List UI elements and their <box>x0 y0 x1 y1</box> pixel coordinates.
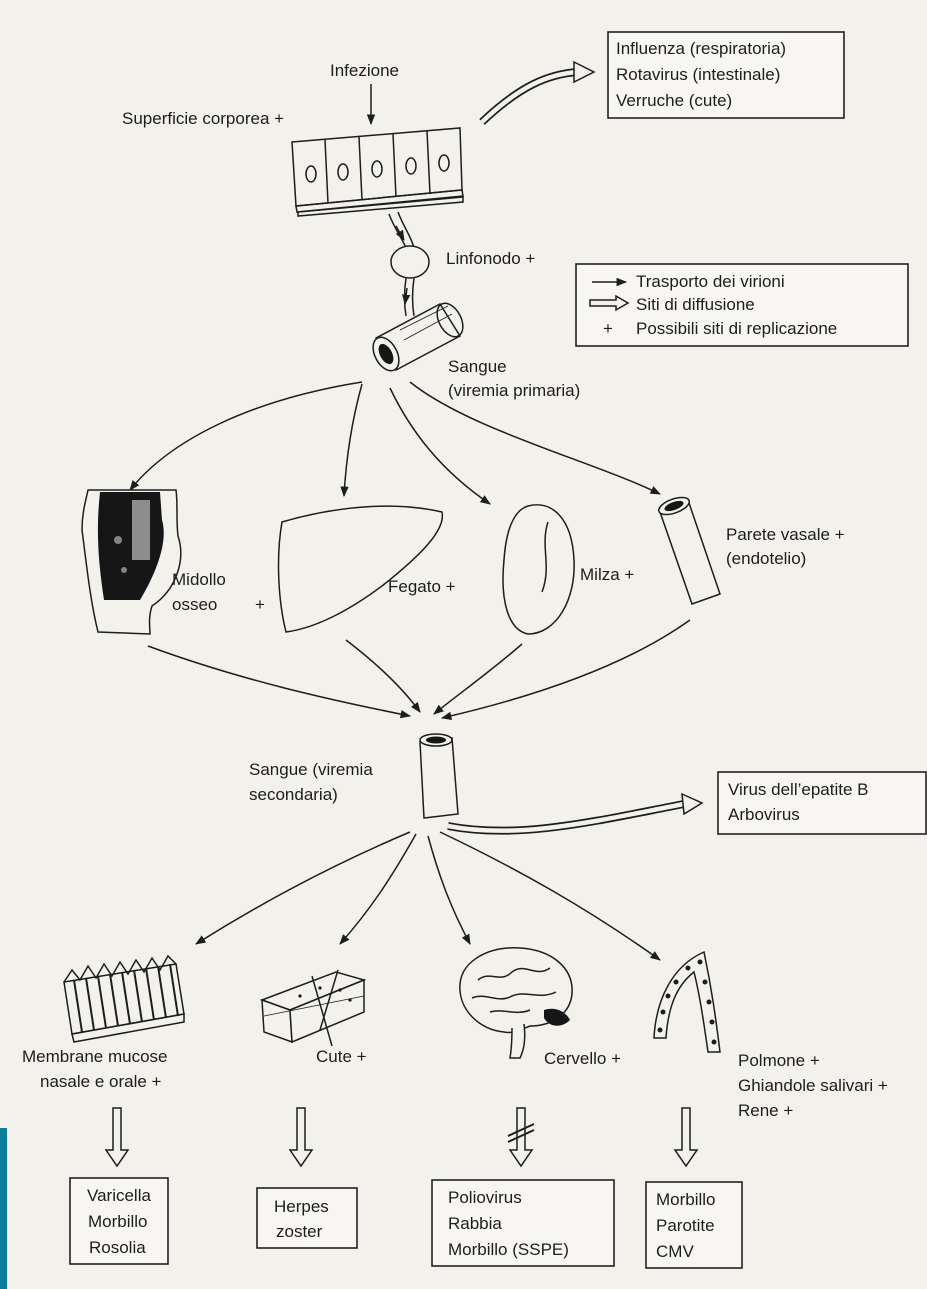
secondary-label-2: secondaria) <box>249 785 338 804</box>
liver-icon <box>279 506 443 632</box>
brain-icon <box>460 948 572 1058</box>
legend-box: Trasporto dei virioni Siti di diffusione… <box>576 264 908 346</box>
bone-marrow-label-2: osseo <box>172 595 217 614</box>
local-viruses-box: Influenza (respiratoria) Rotavirus (inte… <box>608 32 844 118</box>
spleen-label: Milza + <box>580 565 634 584</box>
liver-label: Fegato + <box>388 577 456 596</box>
disease-zoster: zoster <box>276 1222 323 1241</box>
other-organs-label-2: Ghiandole salivari + <box>738 1076 888 1095</box>
legend-replication: Possibili siti di replicazione <box>636 319 837 338</box>
bone-marrow-plus: + <box>255 595 265 614</box>
airway-epithelium-icon <box>654 952 720 1052</box>
disease-box-brain: Poliovirus Rabbia Morbillo (SSPE) <box>432 1180 614 1266</box>
hollow-arrow-other <box>675 1108 697 1166</box>
brain-label: Cervello + <box>544 1049 621 1068</box>
disease-rabies: Rabbia <box>448 1214 502 1233</box>
mucosa-icon <box>64 956 184 1042</box>
disease-measles-2: Morbillo <box>656 1190 716 1209</box>
arrow-from-liver <box>346 640 420 712</box>
disease-sspe: Morbillo (SSPE) <box>448 1240 569 1259</box>
bone-marrow-label-1: Midollo <box>172 570 226 589</box>
disease-varicella: Varicella <box>87 1186 151 1205</box>
blood-viruses-box: Virus dell’epatite B Arbovirus <box>718 772 926 834</box>
skin-label: Cute + <box>316 1047 367 1066</box>
hollow-arrow-skin <box>290 1108 312 1166</box>
mucosa-label-1: Membrane mucose <box>22 1047 168 1066</box>
disease-box-other: Morbillo Parotite CMV <box>646 1182 742 1268</box>
spleen-icon <box>503 505 574 634</box>
arrow-to-liver <box>344 384 362 496</box>
disease-herpes: Herpes <box>274 1197 329 1216</box>
arrow-from-marrow <box>148 646 410 716</box>
hollow-arrow-brain <box>508 1108 534 1166</box>
mucosa-label-2: nasale e orale + <box>40 1072 162 1091</box>
secondary-blood-vessel-icon <box>420 734 458 818</box>
vessel-wall-label-1: Parete vasale + <box>726 525 845 544</box>
arrow-to-brain <box>428 836 470 944</box>
arrow-to-marrow <box>130 382 362 490</box>
other-organs-label-1: Polmone + <box>738 1051 820 1070</box>
arrow-to-airway <box>440 832 660 960</box>
blood-primary-label-2: (viremia primaria) <box>448 381 580 400</box>
arrow-to-mucosa <box>196 832 410 944</box>
body-surface-label: Superficie corporea + <box>122 109 284 128</box>
disease-cmv: CMV <box>656 1242 694 1261</box>
disease-rubella: Rosolia <box>89 1238 146 1257</box>
blood-virus-hbv: Virus dell’epatite B <box>728 780 869 799</box>
local-virus-influenza: Influenza (respiratoria) <box>616 39 786 58</box>
arrow-to-skin <box>340 834 416 944</box>
hollow-arrow-mucosa <box>106 1108 128 1166</box>
infection-label: Infezione <box>330 61 399 80</box>
vessel-wall-label-2: (endotelio) <box>726 549 806 568</box>
blood-primary-label-1: Sangue <box>448 357 507 376</box>
legend-spread: Siti di diffusione <box>636 295 755 314</box>
arrow-to-spleen <box>390 388 490 504</box>
legend-transport: Trasporto dei virioni <box>636 272 785 291</box>
disease-box-skin: Herpes zoster <box>257 1188 357 1248</box>
disease-poliovirus: Poliovirus <box>448 1188 522 1207</box>
disease-box-mucosa: Varicella Morbillo Rosolia <box>70 1178 168 1264</box>
bone-marrow-icon <box>82 490 181 634</box>
epithelium-icon <box>292 128 463 216</box>
arrow-from-spleen <box>434 644 522 714</box>
other-organs-label-3: Rene + <box>738 1101 793 1120</box>
legend-plus-symbol: + <box>603 319 613 338</box>
local-spread-arrow <box>482 72 578 122</box>
disease-measles: Morbillo <box>88 1212 148 1231</box>
skin-icon <box>262 970 364 1046</box>
lymph-node-icon <box>389 212 429 316</box>
blood-virus-arbovirus: Arbovirus <box>728 805 800 824</box>
vessel-wall-icon <box>657 494 720 604</box>
local-virus-warts: Verruche (cute) <box>616 91 732 110</box>
lymph-node-label: Linfonodo + <box>446 249 535 268</box>
local-virus-rotavirus: Rotavirus (intestinale) <box>616 65 780 84</box>
secondary-label-1: Sangue (viremia <box>249 760 373 779</box>
disease-mumps: Parotite <box>656 1216 715 1235</box>
arrow-from-vessel-wall <box>442 620 690 718</box>
